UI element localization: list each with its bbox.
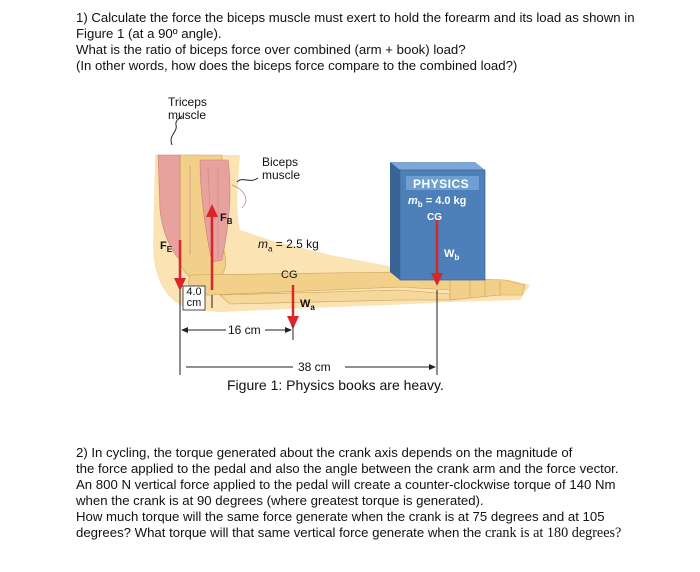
arm-book-figure: Triceps muscle Biceps muscle FB FE ma = … — [150, 90, 570, 405]
question-1-line: 1) Calculate the force the biceps muscle… — [76, 10, 635, 25]
question-1: 1) Calculate the force the biceps muscle… — [76, 10, 635, 74]
dim-4cm-label: 4.0 cm — [186, 286, 202, 309]
biceps-leader — [236, 177, 259, 183]
arm-mass-label: ma = 2.5 kg — [258, 237, 319, 254]
arm-cg-label: CG — [281, 269, 298, 281]
triceps-label: Triceps muscle — [168, 95, 207, 122]
question-2-last-line: degrees? What torque will that same vert… — [76, 525, 622, 541]
wb-label: Wb — [444, 248, 460, 263]
wa-label: Wa — [300, 298, 315, 313]
question-1-line: Figure 1 (at a 90º angle). — [76, 26, 222, 41]
question-2-line: when the crank is at 90 degrees (where g… — [76, 493, 484, 508]
force-arrow-elbow — [174, 240, 186, 291]
dim-38cm-label: 38 cm — [298, 360, 331, 374]
fe-label: FE — [160, 240, 173, 255]
question-2: 2) In cycling, the torque generated abou… — [76, 445, 621, 541]
question-2-line: An 800 N vertical force applied to the p… — [76, 477, 616, 492]
force-arrow-biceps — [206, 204, 218, 290]
force-arrow-book-weight — [431, 220, 443, 286]
question-2-line: 2) In cycling, the torque generated abou… — [76, 445, 573, 460]
hand-bones — [449, 277, 526, 301]
book-mass-label: mb = 4.0 kg — [408, 195, 467, 210]
question-2-line: the force applied to the pedal and also … — [76, 461, 619, 476]
figure-caption: Figure 1: Physics books are heavy. — [227, 377, 444, 393]
arm-skin — [153, 155, 530, 312]
force-arrow-arm-weight — [287, 285, 299, 329]
question-1-line: What is the ratio of biceps force over c… — [76, 42, 466, 57]
book-cg-label: CG — [427, 212, 442, 223]
dim-16cm-label: 16 cm — [228, 323, 261, 337]
biceps-label: Biceps muscle — [262, 155, 301, 182]
figure-illustration — [153, 115, 530, 375]
book-title: PHYSICS — [413, 177, 470, 191]
question-2-line: How much torque will the same force gene… — [76, 509, 605, 524]
triceps-leader — [170, 115, 183, 146]
question-1-line: (In other words, how does the biceps for… — [76, 58, 518, 73]
fb-label: FB — [220, 212, 233, 227]
